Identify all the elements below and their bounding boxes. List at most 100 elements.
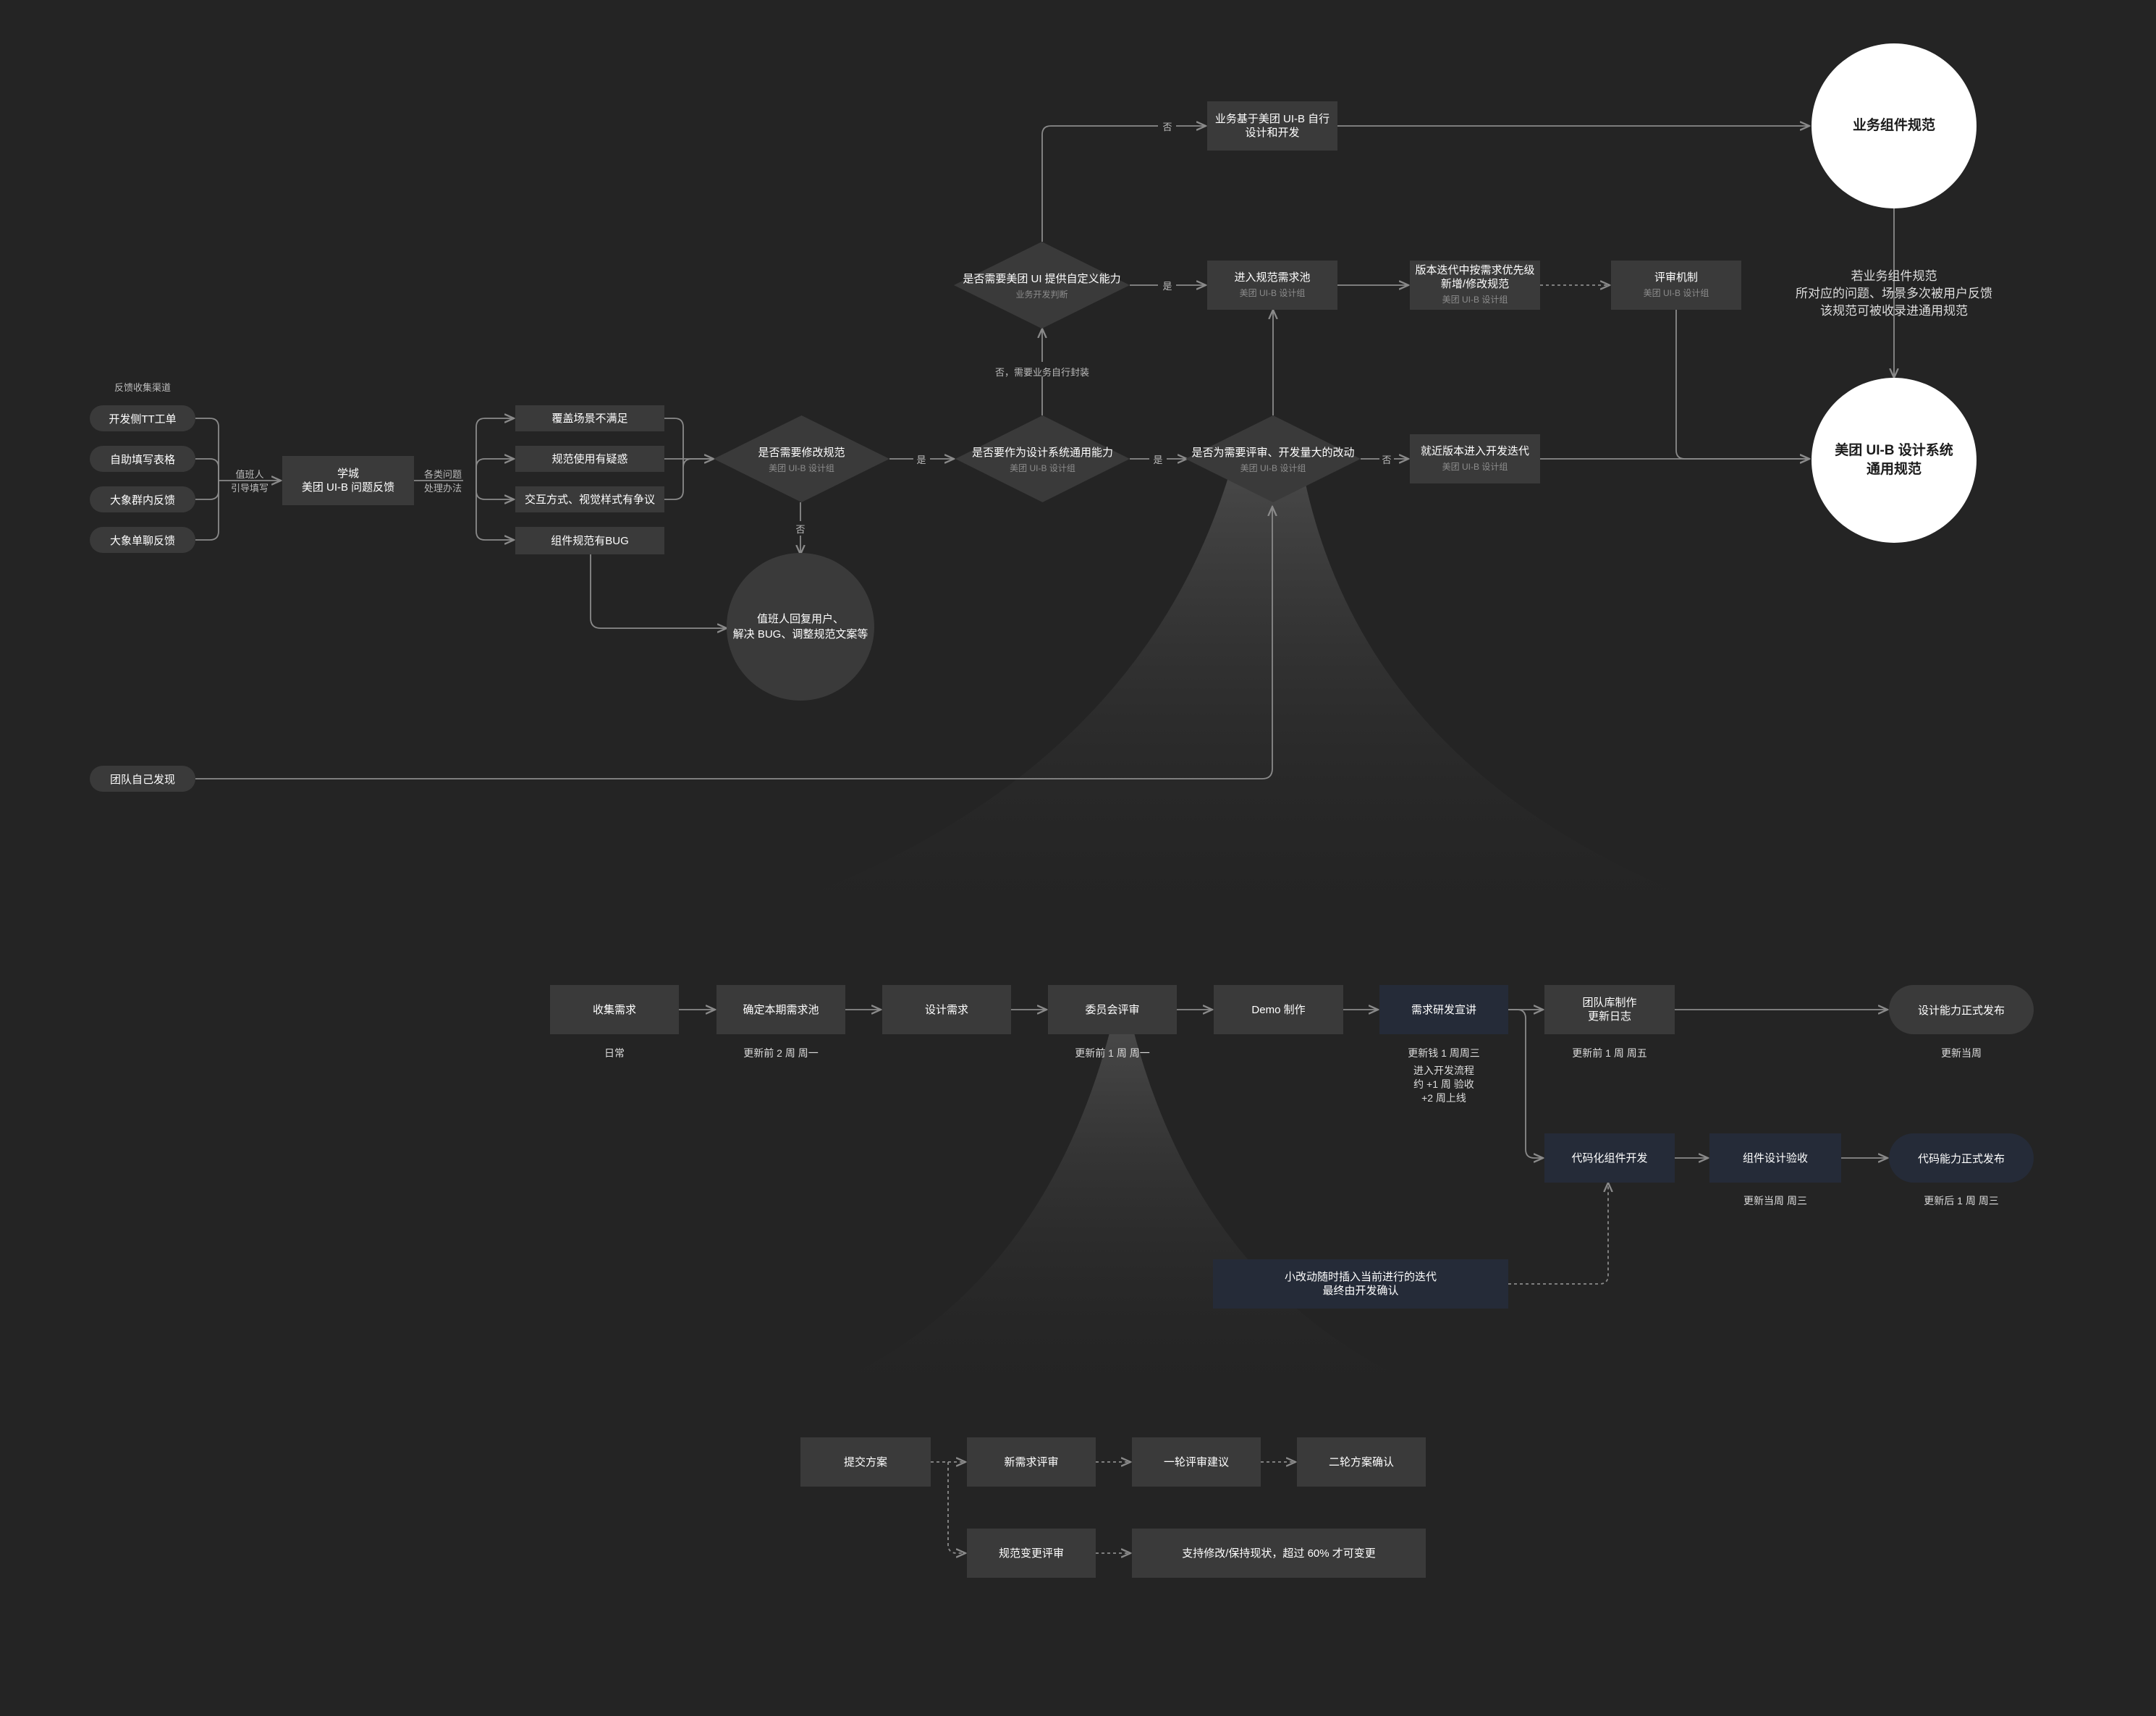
step-design[interactable]: 设计需求 [882,985,1011,1034]
spotlight-cone-main [637,470,1853,948]
channel-label: 开发侧TT工单 [109,413,177,426]
step-collect[interactable]: 收集需求 [550,985,679,1034]
issue-bug[interactable]: 组件规范有BUG [515,527,664,554]
box-sub: 美团 UI-B 设计组 [1442,295,1508,305]
step-team-library[interactable]: 团队库制作 更新日志 [1544,985,1675,1034]
step-label: 团队库制作 更新日志 [1582,997,1637,1023]
review-vote-rule[interactable]: 支持修改/保持现状，超过 60% 才可变更 [1132,1529,1426,1578]
issue-interaction-dispute[interactable]: 交互方式、视觉样式有争议 [515,486,664,512]
label-no-self-close: 否，需要业务自行封装 [994,367,1090,378]
step-committee-review[interactable]: 委员会评审 [1048,985,1177,1034]
time-confirm-pool: 更新前 2 周 周一 [743,1047,819,1059]
decision-title: 是否要作为设计系统通用能力 [971,446,1113,459]
step-demo[interactable]: Demo 制作 [1214,985,1343,1034]
channel-label: 大象单聊反馈 [109,534,175,547]
review-submit[interactable]: 提交方案 [800,1437,931,1487]
decision-sub: 美团 UI-B 设计组 [769,462,834,473]
channel-label: 自助填写表格 [109,453,175,466]
spec-pool-box[interactable]: 进入规范需求池 美团 UI-B 设计组 [1207,261,1337,310]
label-guide: 值班人 引导填写 [230,469,269,494]
step-design-release[interactable]: 设计能力正式发布 [1889,985,2034,1034]
biz-self-dev-box[interactable]: 业务基于美团 UI-B 自行 设计和开发 [1207,101,1337,151]
review-spec-change[interactable]: 规范变更评审 [967,1529,1096,1578]
note-promote-to-general: 若业务组件规范 所对应的问题、场景多次被用户反馈 该规范可被收录进通用规范 [1796,269,1992,318]
decision-modify-spec[interactable]: 是否需要修改规范美团 UI-B 设计组 [714,415,889,502]
step-confirm-pool[interactable]: 确定本期需求池 [716,985,845,1034]
diamond-shape [1185,415,1361,502]
review-round2[interactable]: 二轮方案确认 [1297,1437,1426,1487]
step-label: 委员会评审 [1085,1003,1140,1016]
time-acceptance: 更新当周 周三 [1743,1195,1807,1206]
box-title: 版本迭代中按需求优先级 新增/修改规范 [1415,264,1535,290]
small-change-box[interactable]: 小改动随时插入当前进行的迭代 最终由开发确认 [1213,1259,1508,1309]
general-spec-circle[interactable]: 美团 UI-B 设计系统 通用规范 [1812,378,1977,543]
channel-self-found[interactable]: 团队自己发现 [90,766,195,792]
time-committee: 更新前 1 周 周一 [1075,1047,1150,1059]
review-label: 二轮方案确认 [1328,1455,1394,1468]
issue-label: 规范使用有疑惑 [551,452,628,465]
issue-usage-doubt[interactable]: 规范使用有疑惑 [515,446,664,472]
reply-circle-label: 值班人回复用户、 解决 BUG、调整规范文案等 [732,613,868,641]
box-title: 评审机制 [1654,271,1698,284]
label-no-modify: 否 [795,524,806,535]
diamond-shape [954,242,1130,329]
dev-flow-note: 进入开发流程 约 +1 周 验收 +2 周上线 [1413,1065,1474,1104]
step-label: 设计能力正式发布 [1917,1004,2005,1017]
step-label: 设计需求 [924,1003,968,1016]
decision-title: 是否需要修改规范 [758,446,845,459]
circle-label: 业务组件规范 [1852,118,1935,133]
label-no-custom: 否 [1162,122,1172,132]
hub-feedback-node[interactable]: 学城 美团 UI-B 问题反馈 [282,456,414,505]
reply-user-circle[interactable]: 值班人回复用户、 解决 BUG、调整规范文案等 [727,553,874,701]
time-code-release: 更新后 1 周 周三 [1924,1195,1999,1206]
circle-label: 美团 UI-B 设计系统 通用规范 [1835,443,1953,477]
step-label: 代码化组件开发 [1571,1151,1648,1165]
review-mechanism-box[interactable]: 评审机制 美团 UI-B 设计组 [1611,261,1741,310]
decision-custom-capability[interactable]: 是否需要美团 UI 提供自定义能力业务开发判断 [954,242,1130,329]
hub-subtitle: 美团 UI-B 问题反馈 [301,481,395,494]
channel-label: 团队自己发现 [109,773,175,786]
biz-component-spec-circle[interactable]: 业务组件规范 [1812,43,1977,208]
step-code-release[interactable]: 代码能力正式发布 [1889,1133,2034,1183]
step-label: 代码能力正式发布 [1917,1152,2005,1165]
review-label: 支持修改/保持现状，超过 60% 才可变更 [1182,1547,1376,1560]
diamond-shape [955,415,1130,502]
review-round1[interactable]: 一轮评审建议 [1132,1437,1261,1487]
decision-general-capability[interactable]: 是否要作为设计系统通用能力美团 UI-B 设计组 [955,415,1130,502]
time-design-release: 更新当周 [1941,1047,1982,1059]
next-iteration-box[interactable]: 就近版本进入开发迭代 美团 UI-B 设计组 [1410,434,1540,483]
step-label: 确定本期需求池 [743,1003,819,1016]
time-briefing: 更新钱 1 周周三 [1408,1047,1480,1059]
channel-group-chat[interactable]: 大象群内反馈 [90,486,195,512]
review-label: 新需求评审 [1004,1455,1059,1468]
decision-needs-review[interactable]: 是否为需要评审、开发量大的改动美团 UI-B 设计组 [1185,415,1361,502]
review-label: 提交方案 [843,1455,887,1468]
step-dev-briefing[interactable]: 需求研发宣讲 [1379,985,1508,1034]
label-yes-custom: 是 [1162,281,1172,292]
decision-title: 是否为需要评审、开发量大的改动 [1191,446,1355,459]
review-label: 一轮评审建议 [1163,1455,1229,1468]
diamond-shape [714,415,889,502]
small-change-label: 小改动随时插入当前进行的迭代 最终由开发确认 [1284,1271,1437,1297]
label-yes-modify: 是 [916,455,926,465]
spotlight-cone-review [731,1028,1520,1419]
box-title: 进入规范需求池 [1234,271,1311,284]
decision-sub: 美团 UI-B 设计组 [1240,462,1306,473]
channel-private-chat[interactable]: 大象单聊反馈 [90,527,195,553]
priority-iteration-box[interactable]: 版本迭代中按需求优先级 新增/修改规范 美团 UI-B 设计组 [1410,261,1540,310]
box-title: 就近版本进入开发迭代 [1420,444,1529,457]
step-code-dev[interactable]: 代码化组件开发 [1544,1133,1675,1183]
step-label: 需求研发宣讲 [1411,1003,1476,1016]
review-new-requirement[interactable]: 新需求评审 [967,1437,1096,1487]
step-label: 组件设计验收 [1742,1151,1808,1165]
time-collect: 日常 [604,1047,625,1059]
issue-coverage[interactable]: 覆盖场景不满足 [515,405,664,431]
channel-tt-ticket[interactable]: 开发侧TT工单 [90,405,195,431]
channel-self-form[interactable]: 自助填写表格 [90,446,195,472]
step-design-acceptance[interactable]: 组件设计验收 [1709,1133,1841,1183]
box-sub: 美团 UI-B 设计组 [1239,287,1306,298]
step-label: 收集需求 [592,1003,636,1016]
review-label: 规范变更评审 [998,1547,1064,1560]
label-yes-general: 是 [1153,455,1163,465]
